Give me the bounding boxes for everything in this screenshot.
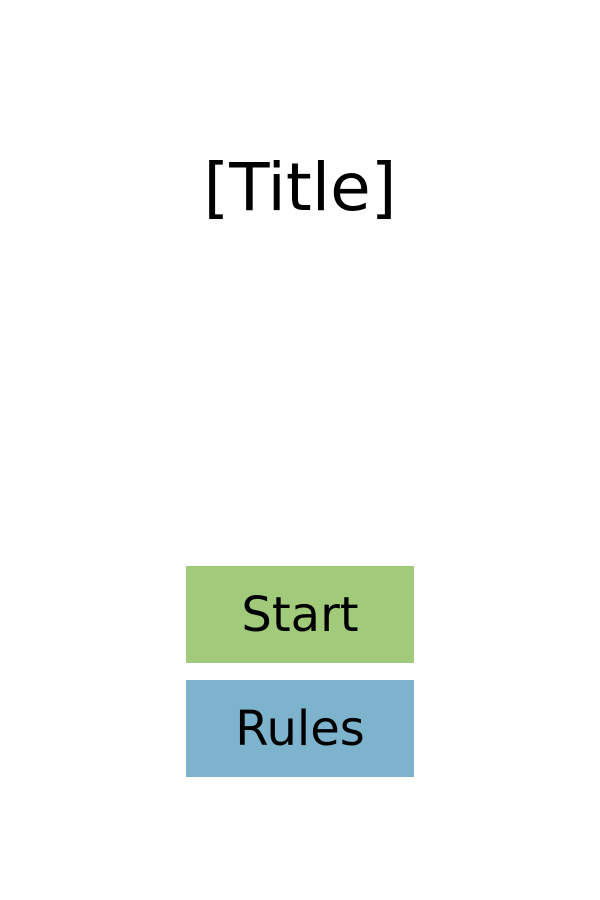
game-title: [Title] bbox=[203, 149, 397, 226]
rules-button[interactable]: Rules bbox=[186, 680, 414, 777]
start-button[interactable]: Start bbox=[186, 566, 414, 663]
